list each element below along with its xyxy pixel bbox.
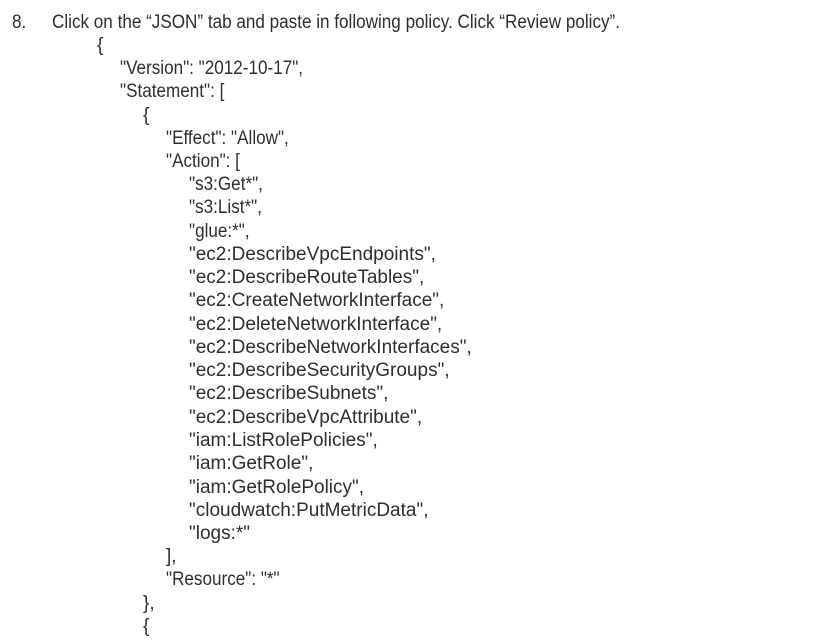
action-item: "iam:GetRolePolicy", — [189, 476, 365, 498]
action-item: "ec2:CreateNetworkInterface", — [189, 290, 445, 312]
action-item: "ec2:DescribeRouteTables", — [189, 267, 425, 289]
step-number: 8. — [12, 12, 27, 33]
policy-statement: "Statement": [ — [120, 81, 225, 102]
action-item: "s3:List*", — [189, 197, 262, 219]
statement2-open-brace: { — [143, 616, 150, 637]
action-item: "iam:ListRolePolicies", — [189, 429, 378, 451]
policy-effect: "Effect": "Allow", — [166, 128, 289, 149]
policy-action: "Action": [ — [166, 151, 240, 172]
action-item: "iam:GetRole", — [189, 453, 314, 475]
action-item: "ec2:DescribeSecurityGroups", — [189, 360, 450, 382]
action-item: "ec2:DescribeSubnets", — [189, 383, 389, 405]
step-instruction: Click on the “JSON” tab and paste in fol… — [52, 12, 621, 33]
action-item: "cloudwatch:PutMetricData", — [189, 499, 429, 521]
action-close: ], — [166, 546, 177, 567]
action-item: "ec2:DescribeVpcEndpoints", — [189, 243, 436, 265]
policy-open-brace: { — [97, 35, 104, 56]
action-item: "s3:Get*", — [189, 174, 263, 195]
policy-version: "Version": "2012-10-17", — [120, 58, 304, 79]
action-item: "ec2:DeleteNetworkInterface", — [189, 313, 443, 335]
action-item: "logs:*" — [189, 523, 251, 545]
action-item: "ec2:DescribeNetworkInterfaces", — [189, 336, 472, 358]
action-item: "ec2:DescribeVpcAttribute", — [189, 406, 423, 428]
statement-close-brace: }, — [143, 593, 155, 614]
statement-open-brace: { — [143, 105, 150, 126]
policy-resource: "Resource": "*" — [166, 569, 280, 590]
action-item: "glue:*", — [189, 220, 250, 242]
